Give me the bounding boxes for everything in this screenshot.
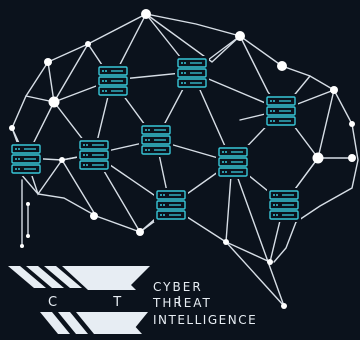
logo-line-cyber: CYBER: [153, 280, 203, 294]
server-icon: [11, 144, 41, 174]
server-icon: [79, 140, 109, 170]
server-icon: [266, 96, 296, 126]
logo-line-intelligence: INTELLIGENCE: [153, 313, 258, 327]
server-icon: [269, 190, 299, 220]
logo-acronym: C T I: [48, 295, 208, 310]
server-icon: [98, 66, 128, 96]
server-icon: [218, 147, 248, 177]
server-icon: [141, 125, 171, 155]
network-nodes: [9, 9, 356, 309]
server-icons: [9, 56, 301, 222]
cti-logo-mark: [8, 266, 150, 334]
server-icon: [177, 58, 207, 88]
server-icon: [156, 190, 186, 220]
logo-line-threat: THREAT: [153, 296, 212, 310]
